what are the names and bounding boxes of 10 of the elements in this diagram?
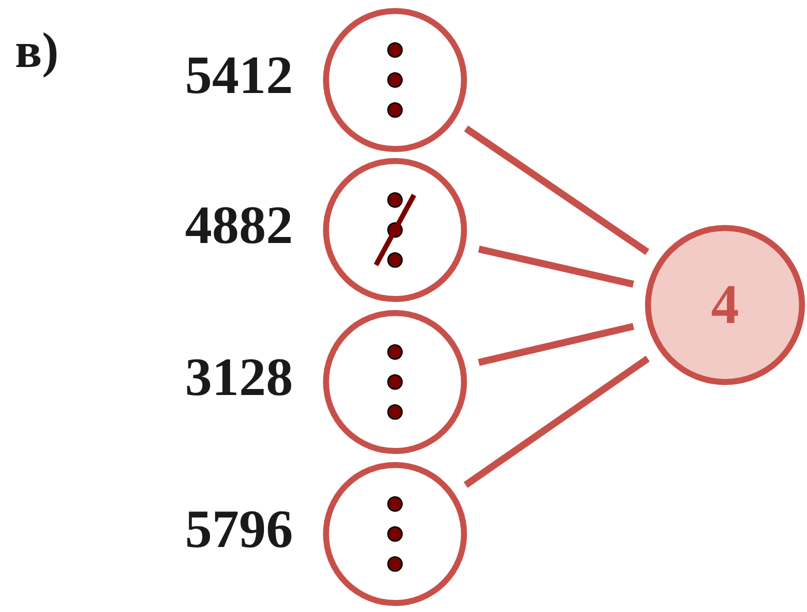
digit-text: 4 <box>711 277 739 333</box>
number-text: 3128 <box>184 350 293 404</box>
number-text: 4882 <box>184 198 293 252</box>
connector-line <box>478 246 634 288</box>
number-text: 5412 <box>184 48 293 102</box>
connector-line <box>478 322 634 366</box>
connector-line <box>464 126 650 255</box>
item-letter: в) <box>15 25 59 75</box>
connector-line <box>464 356 650 488</box>
number-text: 5796 <box>184 502 293 556</box>
